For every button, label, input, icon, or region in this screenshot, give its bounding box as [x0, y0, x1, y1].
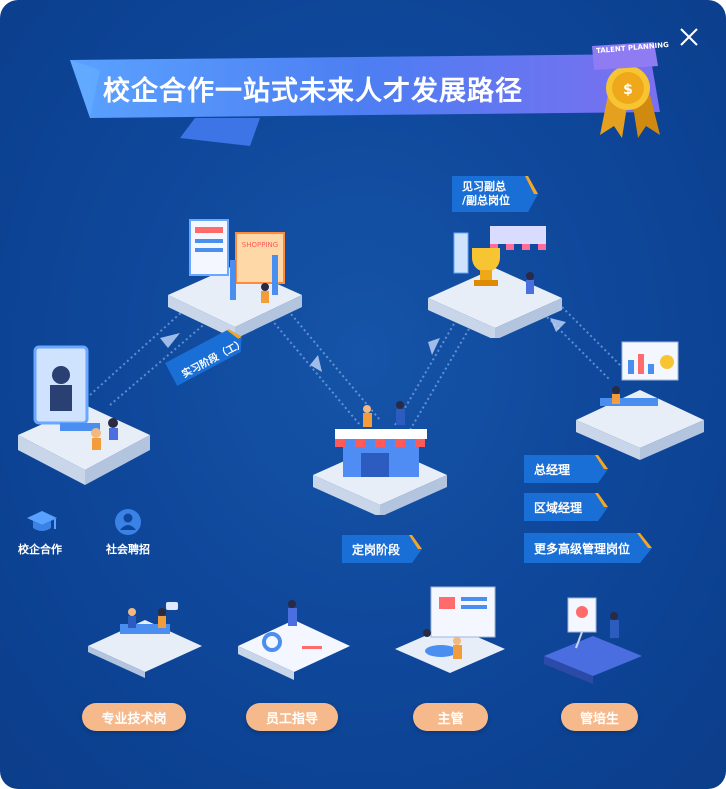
career-tag-general-manager: 总经理: [524, 455, 608, 483]
page-title: 校企合作一站式未来人才发展路径: [103, 76, 523, 107]
close-icon[interactable]: [676, 24, 702, 50]
career-tag-regional-manager: 区域经理: [524, 493, 608, 521]
stage-tag-internship: 实习阶段（工）: [165, 325, 254, 398]
track-label-supervisor[interactable]: 主管: [413, 703, 488, 731]
store-stage-illustration: [313, 401, 447, 515]
technical-track-illustration: [88, 602, 202, 678]
track-label-guidance[interactable]: 员工指导: [246, 703, 338, 731]
stage-tag-deputy-line2: /副总岗位: [462, 194, 511, 207]
title-ribbon: [70, 54, 660, 146]
career-tag-senior-roles: 更多高级管理岗位: [524, 533, 652, 563]
recruit-person-icon: [115, 509, 141, 535]
trophy-stage-illustration: [428, 226, 562, 338]
talent-planning-seal-icon: $: [592, 42, 660, 138]
stage-tag-deputy-line1: 见习副总: [462, 180, 506, 193]
stage-tag-deputy: 见习副总 /副总岗位: [452, 176, 538, 212]
legend-label-school: 校企合作: [18, 543, 62, 556]
trainee-track-illustration: [544, 597, 642, 684]
stage-tag-placement: 定岗阶段: [342, 535, 422, 563]
analytics-stage-illustration: [576, 341, 704, 460]
shopping-stage-illustration: SHOPPING: [168, 219, 302, 339]
track-label-technical[interactable]: 专业技术岗: [82, 703, 186, 731]
track-label-trainee[interactable]: 管培生: [561, 703, 638, 731]
svg-text:SHOPPING: SHOPPING: [242, 241, 278, 249]
school-stage-illustration: [18, 345, 150, 485]
guidance-track-illustration: [238, 600, 350, 680]
supervisor-track-illustration: [395, 586, 505, 673]
graduation-cap-icon: [27, 511, 57, 531]
svg-text:$: $: [623, 82, 633, 98]
legend-label-social: 社会聘招: [106, 543, 150, 556]
